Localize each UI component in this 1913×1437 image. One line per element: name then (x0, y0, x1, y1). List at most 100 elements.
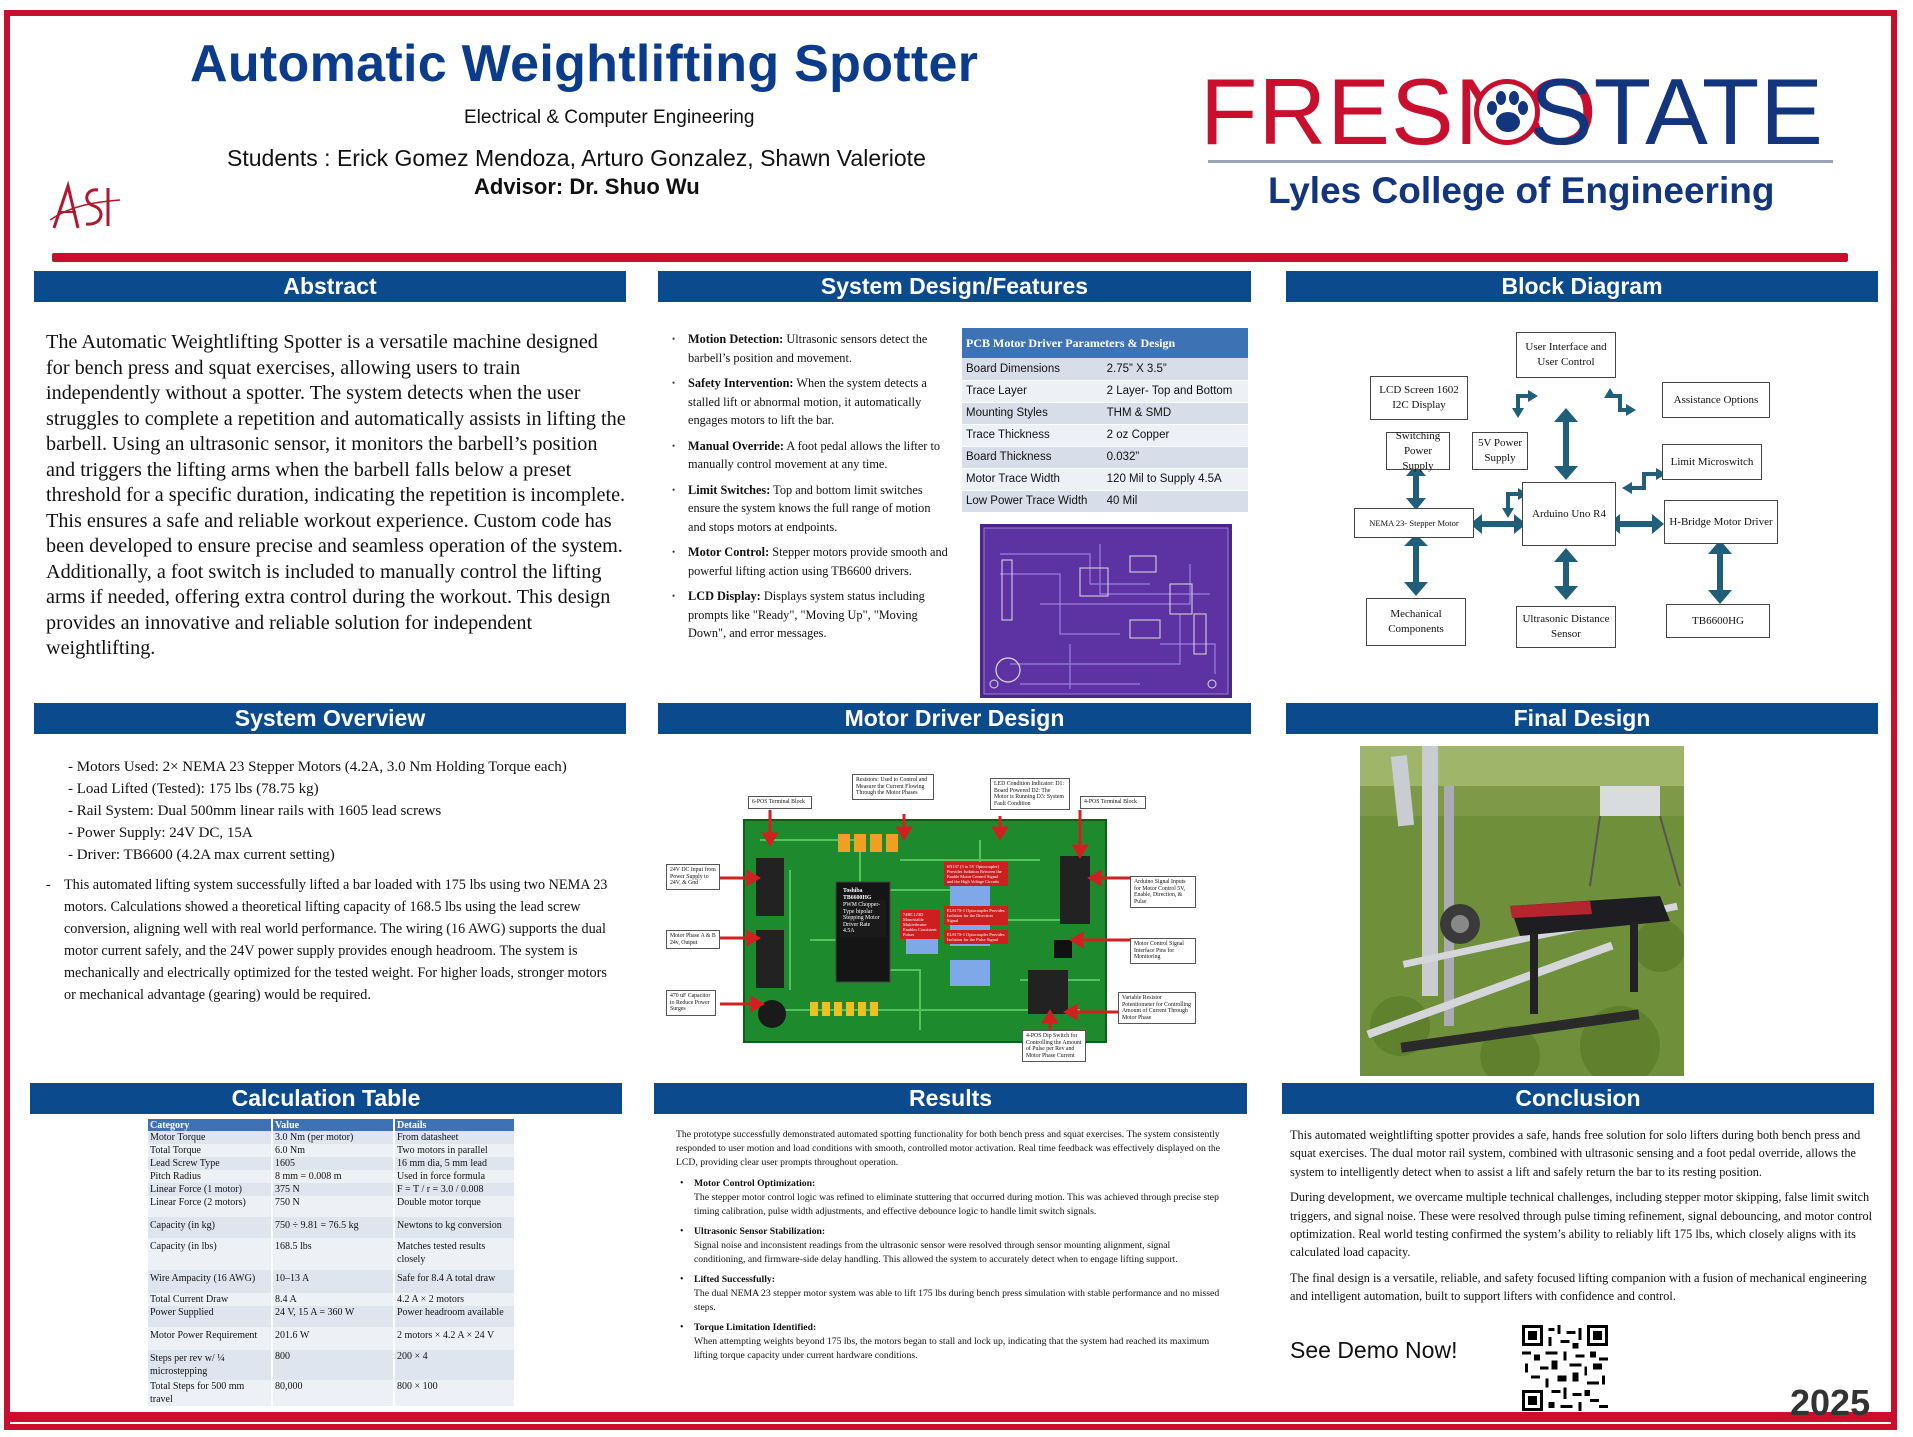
conclusion-paragraph: The final design is a versatile, reliabl… (1290, 1270, 1867, 1304)
md-label-arduino-signal: Arduino Signal Inputs for Motor Control … (1130, 876, 1196, 909)
department: Electrical & Computer Engineering (464, 107, 755, 128)
bd-nema-stepper: NEMA 23- Stepper Motor (1354, 508, 1474, 538)
bd-5v-power-supply: 5V Power Supply (1472, 432, 1528, 470)
conclusion-paragraph: During development, we overcame multiple… (1290, 1190, 1873, 1260)
md-chip-name: Toshiba TB6600HG (843, 888, 872, 901)
md-label-potentiometer: Variable Resistor Potentiometer for Cont… (1118, 992, 1196, 1025)
see-demo-text: See Demo Now! (1290, 1337, 1458, 1363)
feature-item: LCD Display: Displays system status incl… (672, 587, 950, 643)
list-item: Torque Limitation Identified:When attemp… (680, 1321, 1224, 1363)
list-item: Rail System: Dual 500mm linear rails wit… (68, 800, 567, 822)
md-label-74hc123: 74HC123D Monostable Multivibrator Enable… (900, 910, 940, 939)
list-item: Driver: TB6600 (4.2A max current setting… (68, 844, 567, 866)
md-label-opto3: EL817S-1 Optocoupler Provides Isolation … (944, 930, 1008, 944)
md-label-dip-switch: 4-POS Dip Switch for Controlling the Amo… (1022, 1030, 1086, 1063)
section-header-system-overview: System Overview (34, 703, 626, 734)
logo-rule (1208, 160, 1833, 163)
md-label-terminal6: 6-POS Terminal Block (748, 796, 812, 809)
results-list: Motor Control Optimization:The stepper m… (676, 1177, 1224, 1363)
poster-title: Automatic Weightlifting Spotter (190, 35, 979, 93)
feature-item: Motion Detection: Ultrasonic sensors det… (672, 330, 950, 367)
advisor: Advisor: Dr. Shuo Wu (474, 174, 700, 199)
conclusion-section: This automated weightlifting spotter pro… (1290, 1126, 1874, 1313)
features-list: Motion Detection: Ultrasonic sensors det… (672, 330, 950, 650)
md-label-resistors: Resistors: Used to Control and Measure t… (852, 774, 934, 800)
poster-frame-bottom (4, 1412, 1897, 1422)
list-item: Motor Control Optimization:The stepper m… (680, 1177, 1224, 1219)
feature-item: Manual Override: A foot pedal allows the… (672, 437, 950, 474)
fresno-state-logo: FRESNO STATE (1200, 62, 1840, 162)
section-header-abstract: Abstract (34, 271, 626, 302)
md-chip-description: PWM Chopper-Type bipolar Stepping Motor … (840, 900, 886, 937)
pcb-table-title: PCB Motor Driver Parameters & Design (962, 328, 1248, 358)
overview-list: Motors Used: 2× NEMA 23 Stepper Motors (… (68, 756, 567, 866)
results-section: The prototype successfully demonstrated … (676, 1128, 1224, 1369)
bd-assistance-options: Assistance Options (1662, 382, 1770, 418)
bd-tb6600hg: TB6600HG (1666, 604, 1770, 638)
md-label-capacitor: 470 uF Capacitor to Reduce Power Surges (666, 990, 716, 1016)
block-diagram-arrows (1404, 388, 1732, 604)
results-intro: The prototype successfully demonstrated … (676, 1129, 1221, 1168)
bd-hbridge-driver: H-Bridge Motor Driver (1664, 500, 1778, 544)
section-header-conclusion: Conclusion (1282, 1083, 1874, 1114)
bd-ultrasonic-sensor: Ultrasonic Distance Sensor (1516, 606, 1616, 648)
feature-item: Motor Control: Stepper motors provide sm… (672, 543, 950, 580)
qr-code-icon[interactable] (1522, 1325, 1608, 1411)
final-design-photo (1360, 746, 1684, 1076)
section-header-calc-table: Calculation Table (30, 1083, 622, 1114)
section-header-results: Results (654, 1083, 1247, 1114)
block-diagram: User Interface and User Control LCD Scre… (1290, 320, 1870, 650)
md-label-opto1: 6N137 (3 to 5V Optocoupler) Provides Iso… (944, 862, 1008, 886)
list-item: Power Supply: 24V DC, 15A (68, 822, 567, 844)
header-rule (52, 253, 1848, 262)
table-header-row: Category Value Details (148, 1119, 516, 1131)
year-label: 2025 (1790, 1382, 1871, 1423)
bd-lcd-screen: LCD Screen 1602 I2C Display (1370, 376, 1468, 420)
md-label-led: LED Condition Indicator: D1: Board Power… (990, 778, 1070, 811)
feature-item: Limit Switches: Top and bottom limit swi… (672, 481, 950, 537)
motor-driver-diagram: 6-POS Terminal Block Resistors: Used to … (660, 770, 1200, 1065)
section-header-motor-driver: Motor Driver Design (658, 703, 1251, 734)
paw-icon (1474, 79, 1540, 145)
bd-limit-microswitch: Limit Microswitch (1662, 444, 1762, 480)
feature-item: Safety Intervention: When the system det… (672, 374, 950, 430)
abstract-text: The Automatic Weightlifting Spotter is a… (46, 331, 626, 659)
md-label-opto2: EL817S-1 Optocoupler Provides Isolation … (944, 906, 1008, 925)
logo-word-state: STATE (1530, 59, 1824, 164)
list-item: Ultrasonic Sensor Stabilization:Signal n… (680, 1225, 1224, 1267)
bd-mechanical-components: Mechanical Components (1366, 598, 1466, 646)
list-item: Motors Used: 2× NEMA 23 Stepper Motors (… (68, 756, 567, 778)
md-label-motor-phase: Motor Phase A & B 24v, Output (666, 930, 720, 950)
section-header-final-design: Final Design (1286, 703, 1878, 734)
students: Students : Erick Gomez Mendoza, Arturo G… (227, 145, 926, 171)
section-header-system-design: System Design/Features (658, 271, 1251, 302)
pcb-layout-image (980, 524, 1232, 698)
md-label-dc-input: 24V DC Input from Power Supply to 24V, &… (666, 864, 720, 890)
college-name: Lyles College of Engineering (1268, 170, 1775, 211)
list-item: Lifted Successfully:The dual NEMA 23 ste… (680, 1273, 1224, 1315)
asi-logo-icon (50, 180, 120, 229)
list-item: Load Lifted (Tested): 175 lbs (78.75 kg) (68, 778, 567, 800)
bd-user-interface: User Interface and User Control (1516, 332, 1616, 378)
bd-switching-power-supply: Switching Power Supply (1386, 430, 1450, 472)
section-header-block-diagram: Block Diagram (1286, 271, 1878, 302)
